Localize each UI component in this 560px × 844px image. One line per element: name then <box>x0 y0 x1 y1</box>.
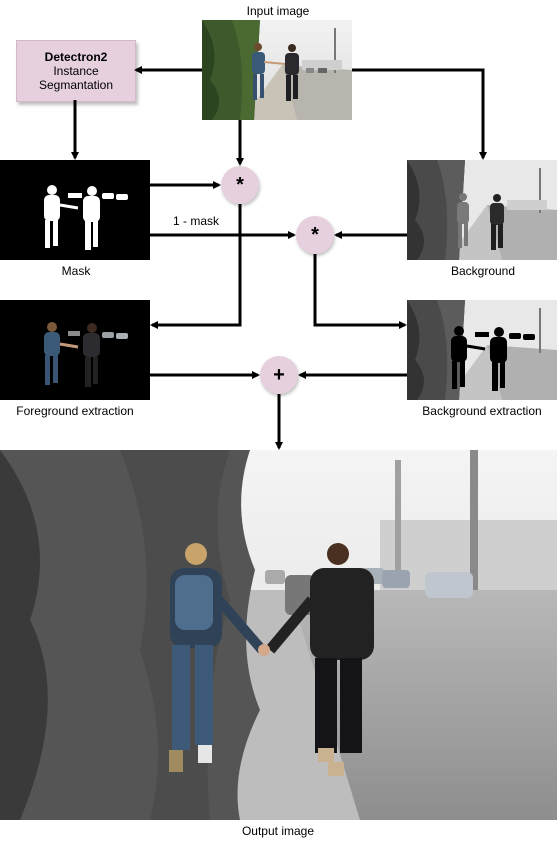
detectron2-box: Detectron2 Instance Segmantation <box>16 40 136 102</box>
output-image <box>0 450 557 820</box>
input-image-label: Input image <box>246 4 310 18</box>
background-image <box>407 160 557 260</box>
foreground-extraction-label: Foreground extraction <box>16 404 134 418</box>
multiply-symbol-2: * <box>311 223 319 246</box>
one-minus-mask-label: 1 - mask <box>172 214 219 228</box>
add-node: + <box>260 356 298 394</box>
input-image <box>202 20 352 120</box>
detectron2-line1: Instance <box>53 64 99 78</box>
output-image-label: Output image <box>241 824 315 838</box>
arrow-mult2-to-bg-extract <box>313 254 407 329</box>
mask-image <box>0 160 150 260</box>
background-extraction-label: Background extraction <box>422 404 542 418</box>
add-symbol: + <box>273 363 285 386</box>
detectron2-line2: Segmantation <box>38 78 114 92</box>
multiply-symbol-1: * <box>236 173 244 196</box>
mask-label: Mask <box>61 264 91 278</box>
background-extraction-image <box>407 300 557 400</box>
detectron2-title: Detectron2 <box>44 50 108 64</box>
arrow-input-to-background <box>352 68 487 160</box>
multiply-node-2: * <box>296 216 334 254</box>
foreground-extraction-image <box>0 300 150 400</box>
multiply-node-1: * <box>221 166 259 204</box>
background-label: Background <box>450 264 516 278</box>
